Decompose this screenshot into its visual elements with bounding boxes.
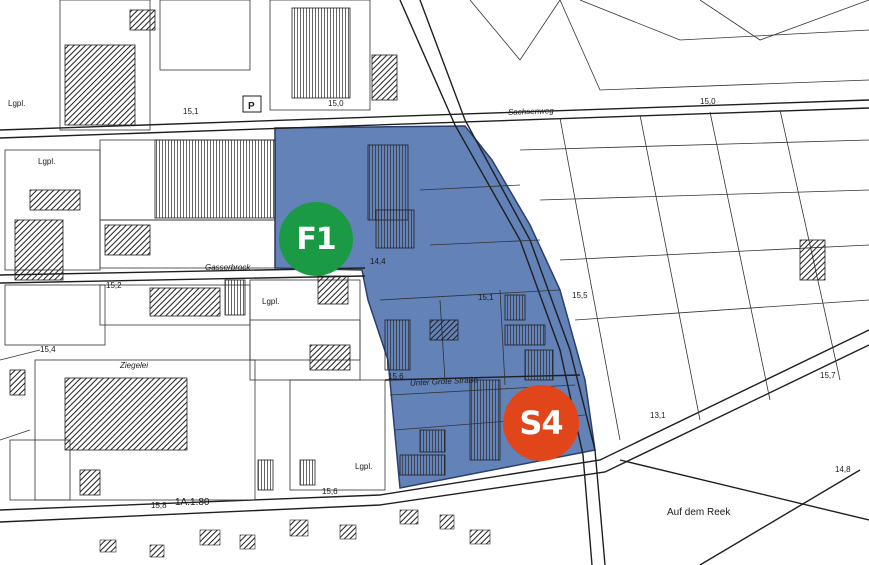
- label-ziegelei: Ziegelei: [120, 361, 149, 370]
- elevation-label: 15,6: [322, 487, 338, 496]
- elevation-label: 15,1: [478, 293, 494, 302]
- marker-label: S4: [519, 404, 563, 442]
- map-marker-f1[interactable]: F1: [279, 202, 353, 276]
- elevation-label: 13,1: [650, 411, 666, 420]
- elevation-label: 15,8: [151, 501, 167, 510]
- elevation-label: 15,5: [572, 291, 588, 300]
- parking-symbol: [242, 95, 262, 113]
- buildings: [9, 7, 826, 496]
- residential-buildings: [99, 509, 491, 558]
- elevation-label: 14,4: [370, 257, 386, 266]
- elevation-label: 15,6: [388, 372, 404, 381]
- label-lgpl: Lgpl.: [262, 297, 280, 306]
- label-lgpl: Lgpl.: [38, 157, 56, 166]
- elevation-label: 15,4: [40, 345, 56, 354]
- elevation-label: 15,0: [700, 97, 716, 106]
- parcels-left: [0, 0, 586, 501]
- map-marker-s4[interactable]: S4: [503, 385, 579, 461]
- street-label: Gasserbrock: [205, 263, 251, 272]
- elevation-label: 15,1: [183, 107, 199, 116]
- elevation-label: 15,0: [328, 99, 344, 108]
- map-date-label: 1A.1.80: [175, 497, 210, 508]
- area-label-auf-dem-reek: Auf dem Reek: [667, 507, 731, 518]
- label-lgpl: Lgpl.: [8, 99, 26, 108]
- elevation-label: 14,8: [835, 465, 851, 474]
- street-label: Sachsenweg: [507, 106, 554, 117]
- parcel-lines: [469, 0, 869, 441]
- elevation-label: 15,7: [820, 371, 836, 380]
- elevation-label: 15,2: [106, 281, 122, 290]
- svg-text:P: P: [248, 101, 255, 112]
- marker-label: F1: [296, 221, 336, 257]
- label-lgpl: Lgpl.: [355, 462, 373, 471]
